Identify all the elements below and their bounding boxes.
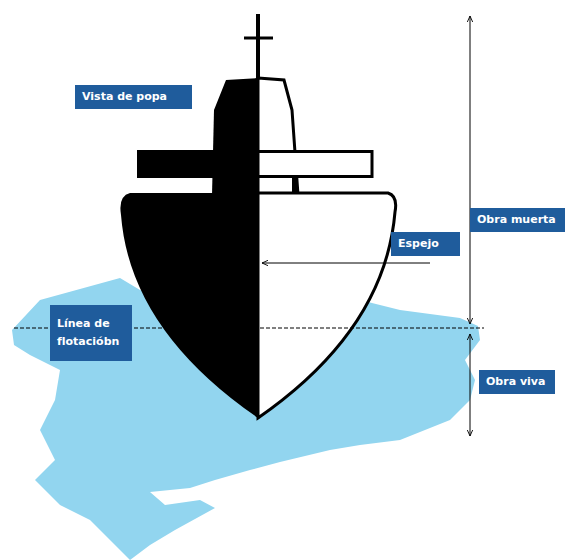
hull-right	[258, 193, 396, 418]
centerline	[257, 193, 259, 418]
label-text: Obra viva	[486, 375, 548, 389]
hull-left	[120, 193, 258, 418]
mast	[256, 14, 260, 82]
post	[292, 176, 297, 194]
label-box: Espejo	[391, 232, 460, 256]
label-text: Línea de flotacióbn	[57, 315, 125, 351]
label-text: Espejo	[398, 237, 453, 251]
dimension-obra-viva	[470, 334, 471, 436]
label-box: Vista de popa	[75, 85, 192, 109]
bridge-wing-right	[258, 152, 372, 177]
label-text: Vista de popa	[82, 90, 185, 104]
dimension-obra-muerta	[470, 16, 471, 324]
leader-espejo	[262, 263, 430, 264]
label-box: Obra viva	[479, 370, 555, 394]
mast-yard	[244, 37, 273, 40]
label-box: Línea de flotacióbn	[50, 305, 132, 361]
bridge-wing-left	[137, 150, 258, 178]
label-box: Obra muerta	[470, 208, 565, 232]
label-text: Obra muerta	[477, 213, 558, 227]
